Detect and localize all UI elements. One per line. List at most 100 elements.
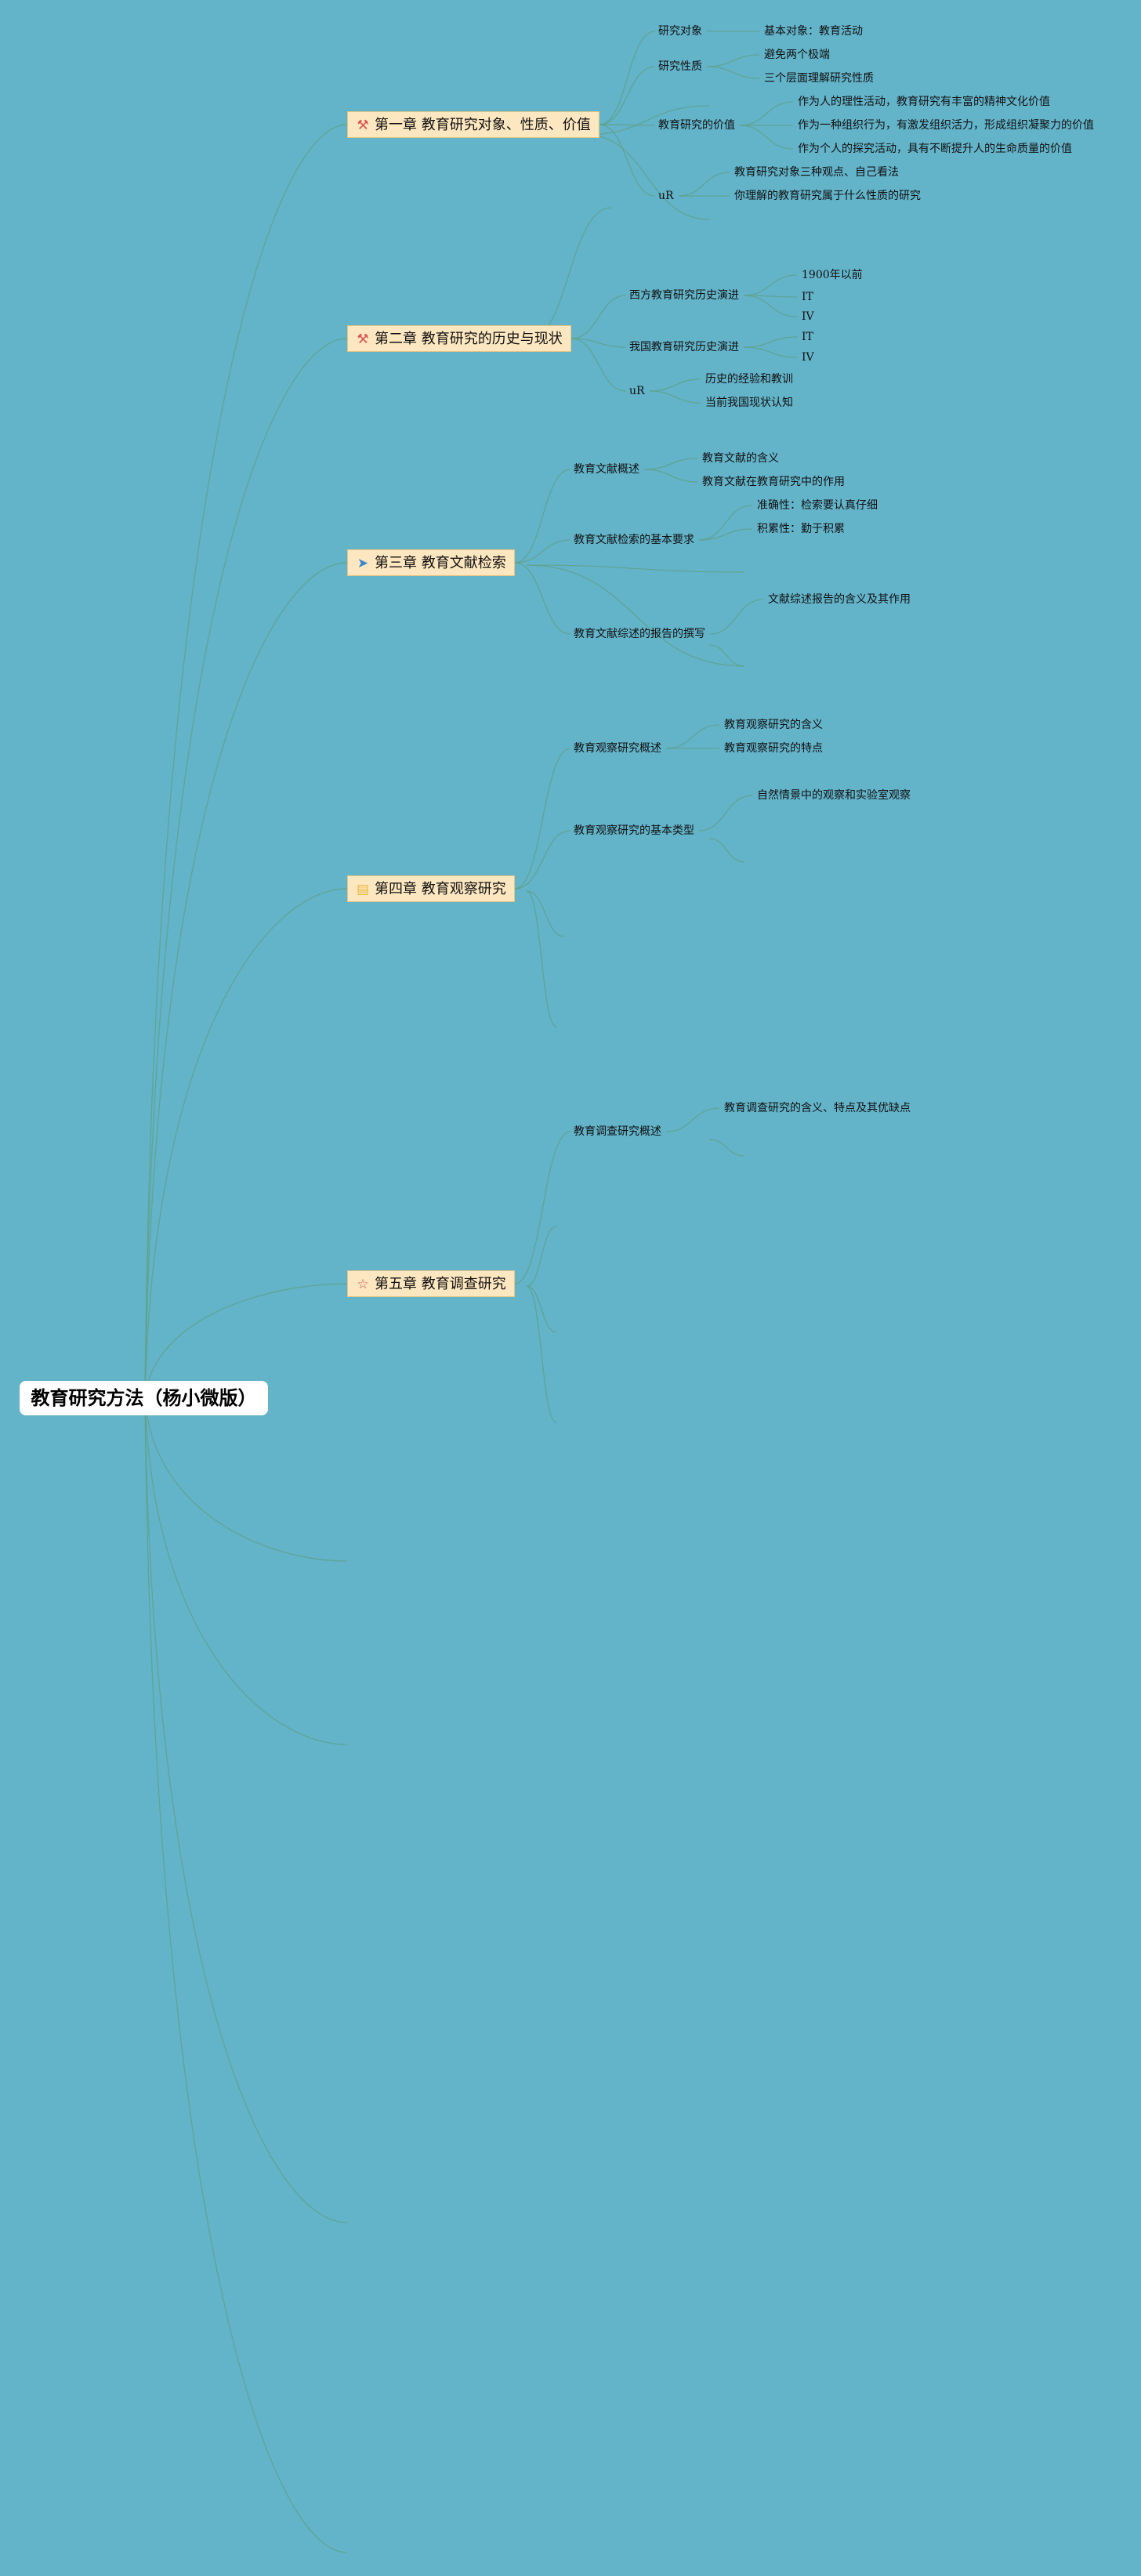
connector-line (144, 1397, 348, 1745)
connector-line (144, 124, 348, 1399)
leaf-topic[interactable]: IV (802, 351, 814, 364)
leaf-topic[interactable]: 教育观察研究的含义 (724, 719, 823, 731)
chapter-1-topic[interactable]: ⚒ 第一章 教育研究对象、性质、价值 (347, 111, 599, 138)
subtopic-observation-types[interactable]: 教育观察研究的基本类型 (574, 824, 694, 837)
leaf-topic[interactable]: 作为一种组织行为，有激发组织活力，形成组织凝聚力的价值 (798, 119, 1094, 132)
connector-line (599, 66, 656, 125)
subtopic-observation-overview[interactable]: 教育观察研究概述 (574, 742, 661, 755)
leaf-topic[interactable]: 当前我国现状认知 (705, 397, 793, 409)
chapter-3-label: 第三章 教育文献检索 (375, 555, 506, 571)
connector-line (514, 562, 571, 635)
chapter-3-topic[interactable]: ➤ 第三章 教育文献检索 (347, 549, 515, 576)
magic-wand-icon: ⚒ (357, 332, 369, 347)
connector-line (514, 539, 571, 563)
connector-line (743, 346, 798, 358)
subtopic-research-object[interactable]: 研究对象 (658, 25, 702, 38)
leaf-topic[interactable]: 基本对象：教育活动 (764, 25, 863, 38)
connector-line (144, 1397, 348, 1562)
connector-line (526, 1285, 557, 1333)
leaf-topic[interactable]: 教育文献的含义 (702, 452, 779, 465)
chapter-5-topic[interactable]: ☆第五章 教育调查研究 (347, 1270, 515, 1297)
leaf-topic[interactable]: 自然情景中的观察和实验室观察 (757, 789, 911, 802)
chapter-1-label: 第一章 教育研究对象、性质、价值 (375, 117, 591, 133)
connector-line (144, 562, 348, 1399)
connector-line (649, 390, 701, 404)
subtopic-survey-overview[interactable]: 教育调查研究概述 (574, 1125, 661, 1138)
chapter-4-topic[interactable]: ▤ 第四章 教育观察研究 (347, 875, 515, 902)
connector-line (526, 890, 565, 937)
leaf-topic[interactable]: 避免两个极端 (764, 49, 830, 61)
connector-line (649, 379, 701, 392)
connector-line (709, 599, 764, 635)
magic-wand-icon: ⚒ (357, 118, 369, 133)
connector-line (706, 66, 760, 79)
connector-line (698, 528, 753, 541)
leaf-topic[interactable]: 你理解的教育研究属于什么性质的研究 (734, 190, 921, 202)
connector-line (144, 1397, 348, 2223)
subtopic-review-writing[interactable]: 教育文献综述的报告的撰写 (574, 628, 705, 640)
connector-line (698, 505, 753, 541)
connector-line (585, 105, 710, 136)
leaf-topic[interactable]: 文献综述报告的含义及其作用 (768, 593, 911, 606)
notepad-icon: ▤ (356, 882, 370, 897)
connector-line (570, 338, 627, 348)
leaf-topic[interactable]: IT (802, 331, 813, 343)
subtopic-research-nature[interactable]: 研究性质 (658, 60, 702, 73)
connector-line (570, 338, 627, 392)
connector-line (526, 564, 745, 667)
subtopic-ur[interactable]: uR (658, 190, 674, 202)
chapter-2-topic[interactable]: ⚒ 第二章 教育研究的历史与现状 (347, 325, 571, 352)
leaf-topic[interactable]: 作为个人的探究活动，具有不断提升人的生命质量的价值 (798, 143, 1072, 155)
leaf-topic[interactable]: 历史的经验和教训 (705, 373, 793, 386)
connector-line (665, 1107, 720, 1132)
subtopic-western-history[interactable]: 西方教育研究历史演进 (629, 289, 739, 302)
connector-line (665, 724, 720, 749)
subtopic-retrieval-requirements[interactable]: 教育文献检索的基本要求 (574, 534, 694, 546)
connector-line (526, 564, 745, 573)
chapter-4-label: 第四章 教育观察研究 (375, 881, 506, 897)
connector-line (526, 890, 557, 1027)
connector-line (706, 54, 760, 67)
leaf-topic[interactable]: 积累性：勤于积累 (757, 523, 845, 535)
connector-line (144, 338, 348, 1399)
connector-line (739, 101, 794, 126)
leaf-topic[interactable]: 教育观察研究的特点 (724, 742, 823, 755)
leaf-topic[interactable]: 准确性：检索要认真仔细 (757, 499, 878, 512)
leaf-topic[interactable]: 1900年以前 (802, 269, 863, 281)
subtopic-literature-overview[interactable]: 教育文献概述 (574, 463, 639, 476)
leaf-topic[interactable]: 三个层面理解研究性质 (764, 72, 874, 85)
connector-line (739, 125, 794, 150)
leaf-topic[interactable]: IV (802, 310, 814, 323)
connector-line (144, 888, 348, 1399)
connector-line (708, 644, 745, 667)
chapter-2-label: 第二章 教育研究的历史与现状 (375, 331, 563, 347)
connector-line (698, 795, 753, 831)
chapter-5-label: 第五章 教育调查研究 (375, 1276, 506, 1292)
connector-line (643, 458, 698, 470)
connector-line (144, 1397, 348, 2553)
connector-line (526, 207, 612, 342)
leaf-topic[interactable]: IT (802, 291, 813, 303)
connector-line (514, 748, 571, 889)
connector-line (514, 1131, 571, 1284)
leaf-topic[interactable]: 教育调查研究的含义、特点及其优缺点 (724, 1102, 911, 1114)
connector-line (599, 31, 656, 125)
connector-line (743, 274, 798, 296)
connector-line (526, 1285, 557, 1423)
connector-line (570, 295, 627, 339)
subtopic-ur[interactable]: uR (629, 385, 645, 397)
leaf-topic[interactable]: 教育研究对象三种观点、自己看法 (734, 166, 899, 179)
root-topic[interactable]: 教育研究方法（杨小微版） (20, 1381, 268, 1415)
connector-line (144, 1283, 348, 1399)
subtopic-china-history[interactable]: 我国教育研究历史演进 (629, 341, 739, 353)
paper-plane-icon: ➤ (357, 556, 369, 571)
connector-line (514, 830, 571, 889)
connector-line (708, 1139, 745, 1157)
leaf-topic[interactable]: 作为人的理性活动，教育研究有丰富的精神文化价值 (798, 96, 1050, 108)
subtopic-research-value[interactable]: 教育研究的价值 (658, 119, 735, 132)
connector-line (708, 838, 745, 863)
connector-line (599, 124, 656, 197)
leaf-topic[interactable]: 教育文献在教育研究中的作用 (702, 476, 845, 488)
connector-line (643, 469, 698, 483)
